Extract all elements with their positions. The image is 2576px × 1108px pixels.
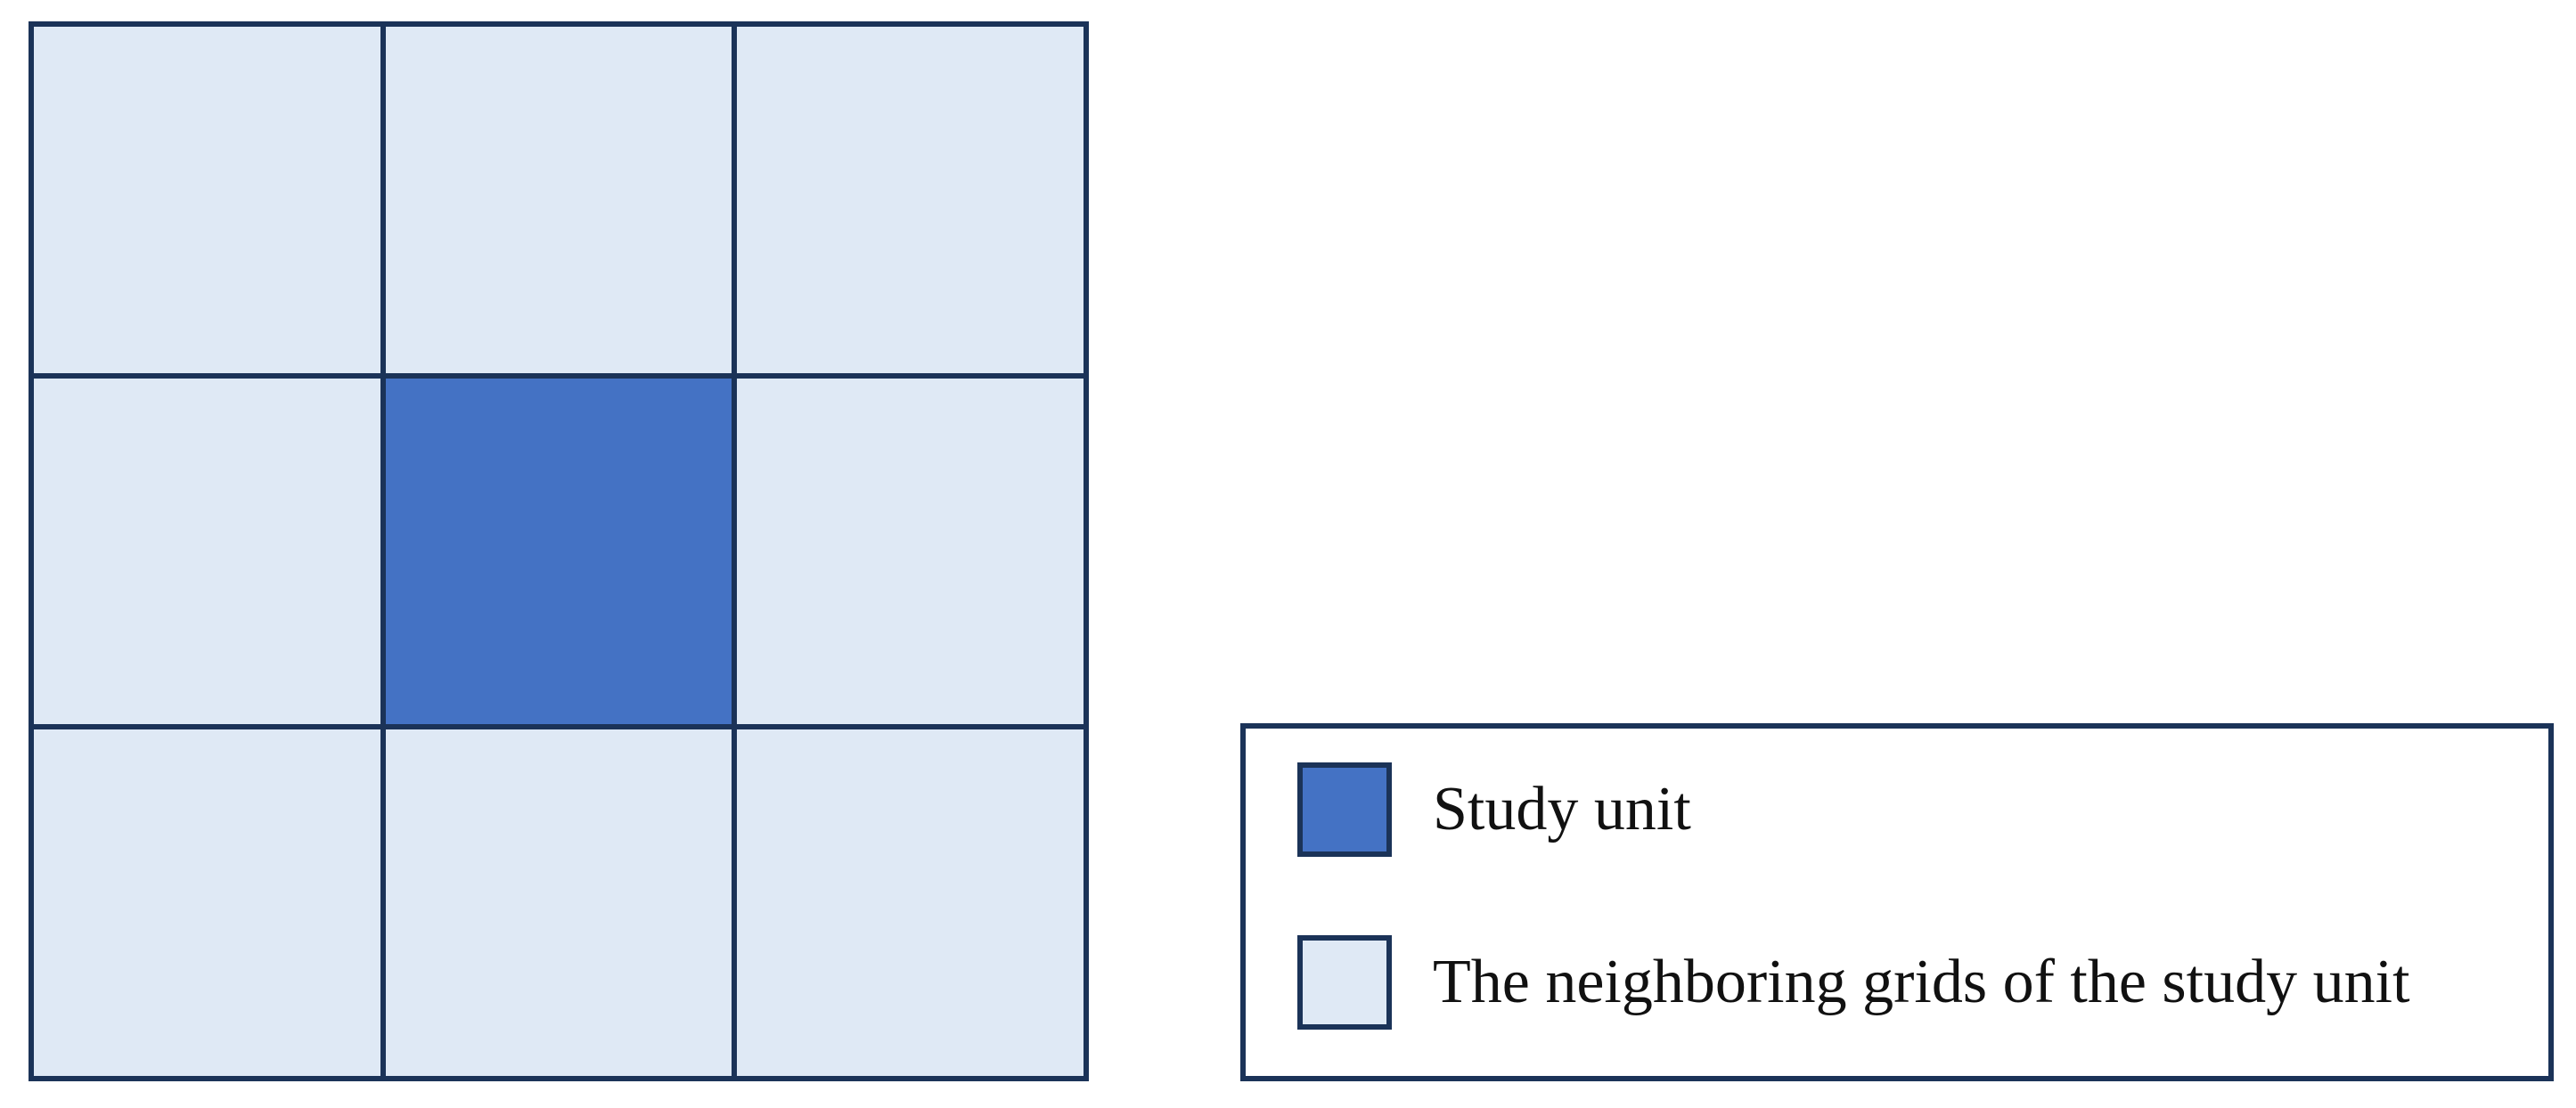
legend-label-study-unit: Study unit <box>1433 775 1691 843</box>
legend-item-neighbor-grids: The neighboring grids of the study unit <box>1297 935 2410 1030</box>
neighbor-cell-top-right <box>737 27 1084 373</box>
legend: Study unit The neighboring grids of the … <box>1240 723 2554 1081</box>
study-grid <box>29 21 1089 1081</box>
neighbor-cell-middle-right <box>737 378 1084 725</box>
legend-item-study-unit: Study unit <box>1297 762 1691 857</box>
study-unit-cell <box>385 378 732 725</box>
neighbor-cell-bottom-left <box>34 729 380 1076</box>
neighbor-cell-top-left <box>34 27 380 373</box>
neighbor-cell-bottom-right <box>737 729 1084 1076</box>
neighbor-grids-swatch <box>1297 935 1392 1030</box>
study-unit-swatch <box>1297 762 1392 857</box>
neighbor-cell-bottom-center <box>385 729 732 1076</box>
legend-label-neighbor-grids: The neighboring grids of the study unit <box>1433 948 2410 1016</box>
neighbor-cell-top-center <box>385 27 732 373</box>
neighbor-cell-middle-left <box>34 378 380 725</box>
